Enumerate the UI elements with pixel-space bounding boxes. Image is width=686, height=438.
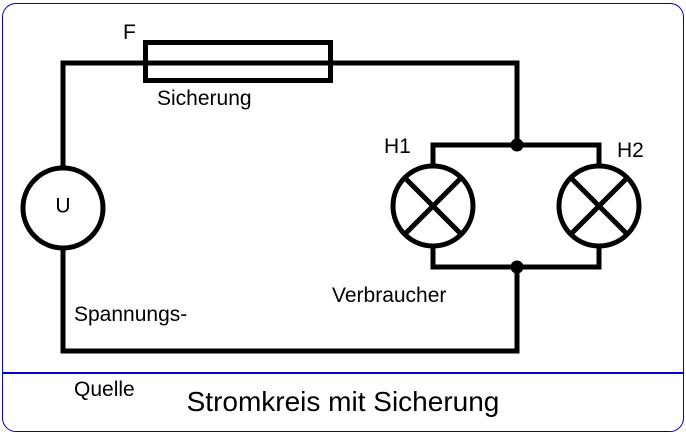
- voltage-source-symbol: [20, 165, 106, 251]
- junction-dot-bottom: [510, 260, 524, 274]
- junction-dot-top: [510, 138, 524, 152]
- voltage-source-name-line1: Spannungs-: [74, 303, 188, 326]
- voltage-source-name-line2: Quelle: [74, 378, 135, 401]
- voltage-source-name-label: Spannungs- Quelle: [74, 252, 187, 438]
- lamp-h1-designator-label: H1: [384, 135, 411, 158]
- diagram-frame-border: [2, 3, 684, 432]
- voltage-source-symbol-label: U: [55, 194, 71, 218]
- fuse-name-label: Sicherung: [157, 87, 252, 110]
- lamp-h1-cross-icon: [403, 176, 463, 236]
- fuse-symbol: [143, 40, 333, 83]
- fuse-designator-label: F: [123, 21, 136, 44]
- caption-divider-line: [2, 372, 684, 374]
- lamp-h2-designator-label: H2: [617, 139, 644, 162]
- lamp-h2-cross-icon: [569, 176, 629, 236]
- caption-strip: Stromkreis mit Sicherung: [2, 373, 684, 431]
- wire-source-to-fuse-to-junction: [60, 60, 520, 168]
- wire-return-junction-to-source: [60, 248, 520, 354]
- loads-group-label: Verbraucher: [332, 284, 447, 307]
- diagram-title: Stromkreis mit Sicherung: [186, 386, 500, 417]
